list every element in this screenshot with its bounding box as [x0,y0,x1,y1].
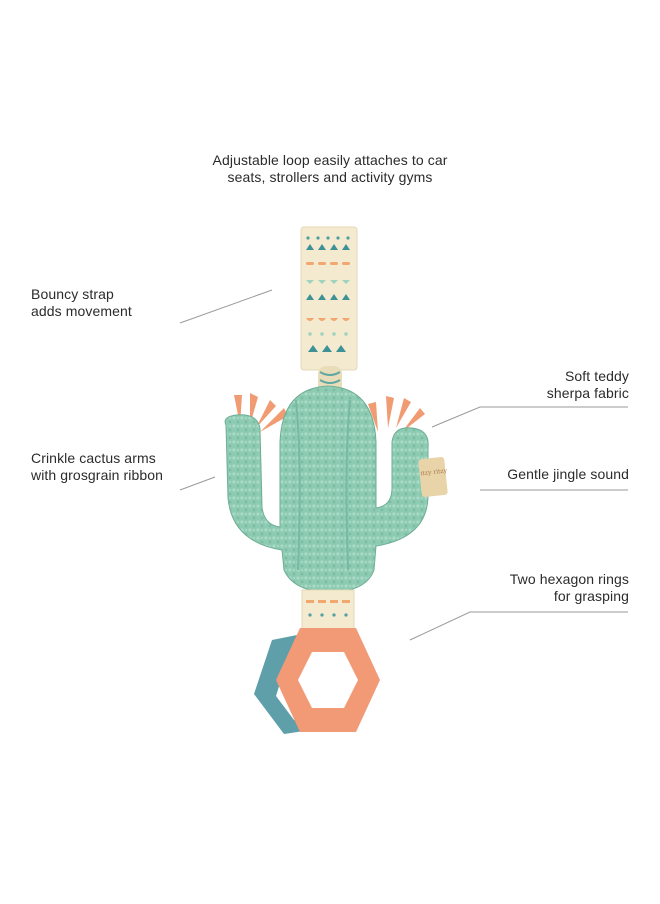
callout-crinkle-arms: Crinkle cactus arms with grosgrain ribbo… [31,450,163,484]
leader-rings [409,611,628,641]
leader-lines [179,289,628,641]
callout-jingle-line1: Gentle jingle sound [507,466,629,482]
leader-arms [179,476,216,491]
hexagon-ring-front [276,628,380,732]
callout-fabric-line1: Soft teddy [564,368,629,384]
callout-adjustable-loop: Adjustable loop easily attaches to car s… [180,152,480,186]
callout-rings-line2: for grasping [553,588,629,604]
cactus-body: itzy ritzy [224,385,448,593]
brand-tag [418,457,448,497]
callout-fabric-line2: sherpa fabric [546,385,629,401]
leader-fabric [431,406,628,428]
callout-rings-line1: Two hexagon rings [509,571,629,587]
callout-arms-line2: with grosgrain ribbon [31,467,164,483]
callout-strap-line2: adds movement [31,303,132,319]
callout-arms-line1: Crinkle cactus arms [31,450,156,466]
callout-strap-line1: Bouncy strap [31,286,114,302]
callout-top-line2: seats, strollers and activity gyms [227,169,433,185]
callout-top-line1: Adjustable loop easily attaches to car [212,152,448,168]
callout-bouncy-strap: Bouncy strap adds movement [31,286,132,320]
callout-sherpa-fabric: Soft teddy sherpa fabric [547,368,629,402]
callout-hexagon-rings: Two hexagon rings for grasping [510,571,629,605]
leader-strap [179,289,273,324]
fabric-strap [300,226,358,396]
callout-jingle-sound: Gentle jingle sound [507,466,629,483]
svg-text:itzy ritzy: itzy ritzy [420,467,448,477]
